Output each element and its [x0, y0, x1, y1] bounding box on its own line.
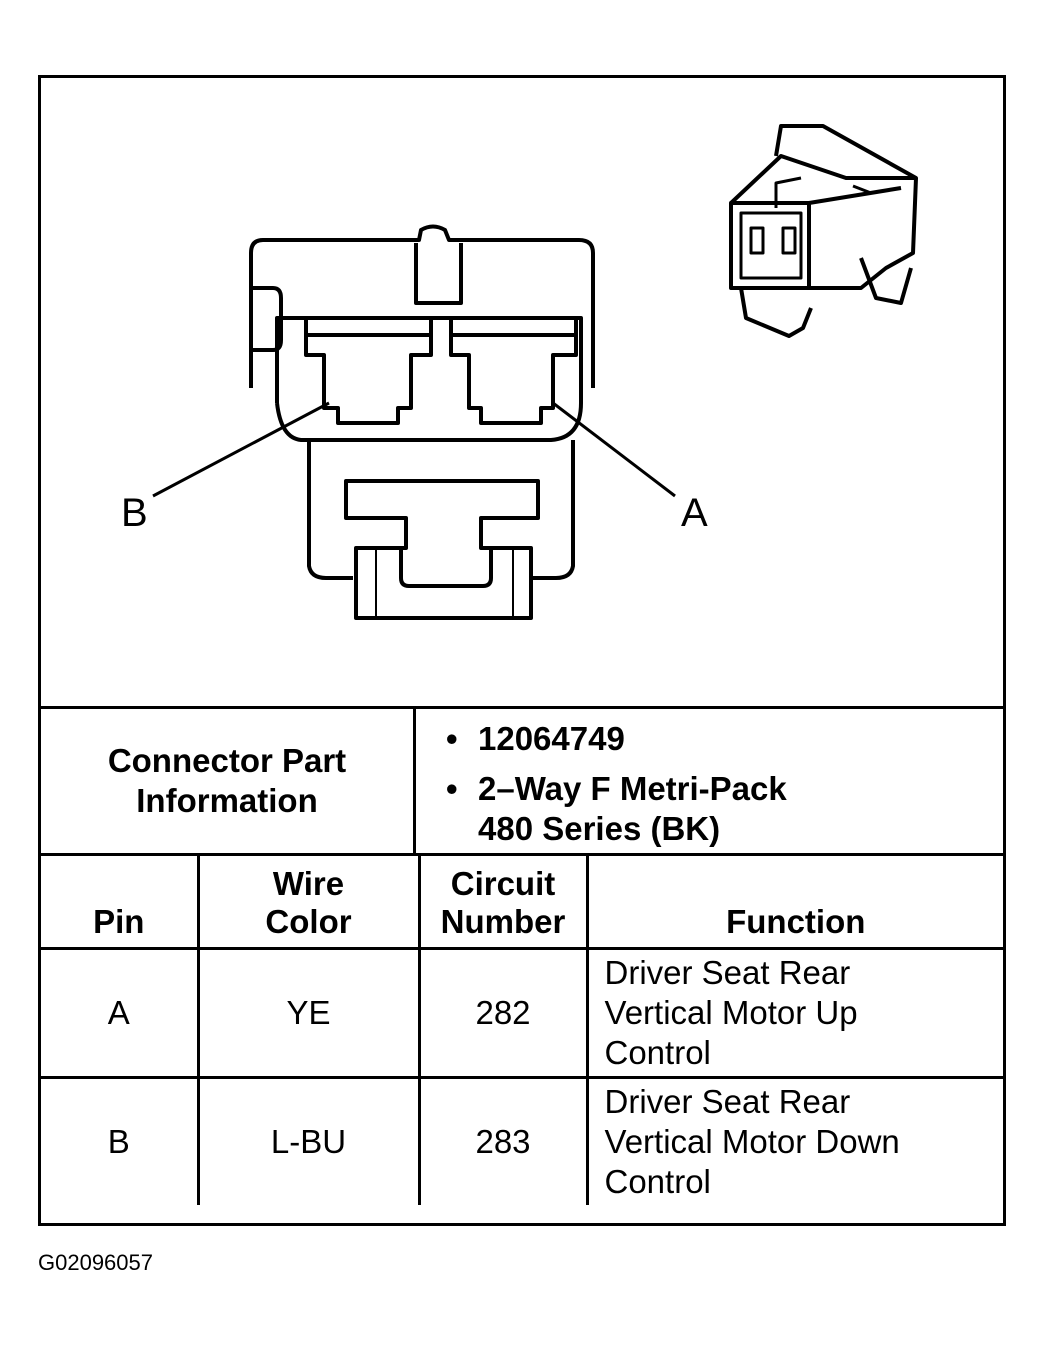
figure-id: G02096057 [38, 1250, 153, 1275]
header-function: Function [585, 853, 1003, 950]
pinout-table: Pin Wire Color Circuit Number Function A… [41, 853, 1003, 1205]
part-number: 12064749 [478, 720, 625, 757]
connector-part-info-values: • 12064749 • 2–Way F Metri-Pack 480 Seri… [416, 709, 1003, 853]
table-header-row: Pin Wire Color Circuit Number Function [41, 853, 1003, 950]
header-circuit-number: Circuit Number [417, 853, 589, 950]
connector-part-info-row: Connector Part Information • 12064749 • … [41, 706, 1003, 856]
cell-circuit-number: 282 [417, 947, 589, 1079]
connector-isometric [729, 124, 918, 338]
connector-description-item: • 2–Way F Metri-Pack 480 Series (BK) [446, 769, 787, 849]
bullet-icon: • [446, 720, 458, 757]
cell-function: Driver Seat Rear Vertical Motor Down Con… [585, 1076, 1003, 1205]
connector-description-line1: 2–Way F Metri-Pack [478, 770, 787, 807]
table-row: B L-BU 283 Driver Seat Rear Vertical Mot… [41, 1076, 1003, 1205]
connector-diagram: B A [41, 78, 1003, 708]
info-label-line1: Connector Part [107, 742, 347, 779]
diagram-frame: B A Connector Part Information • 1206474… [38, 75, 1006, 1226]
header-pin: Pin [41, 853, 200, 950]
connector-description-line2: 480 Series (BK) [478, 810, 721, 847]
cell-circuit-number: 283 [417, 1076, 589, 1205]
pin-label-a: A [681, 491, 708, 535]
cell-wire-color: L-BU [196, 1076, 421, 1205]
pin-label-b: B [121, 491, 148, 535]
connector-part-info-label: Connector Part Information [41, 709, 416, 853]
info-label-line2: Information [136, 782, 318, 819]
cell-function: Driver Seat Rear Vertical Motor Up Contr… [585, 947, 1003, 1079]
cell-pin: B [41, 1076, 200, 1205]
header-wire-color: Wire Color [196, 853, 421, 950]
connector-face-drawing [152, 124, 918, 620]
cell-wire-color: YE [196, 947, 421, 1079]
table-row: A YE 282 Driver Seat Rear Vertical Motor… [41, 947, 1003, 1079]
cell-pin: A [41, 947, 200, 1079]
part-number-item: • 12064749 [446, 719, 625, 759]
bullet-icon: • [446, 770, 458, 807]
